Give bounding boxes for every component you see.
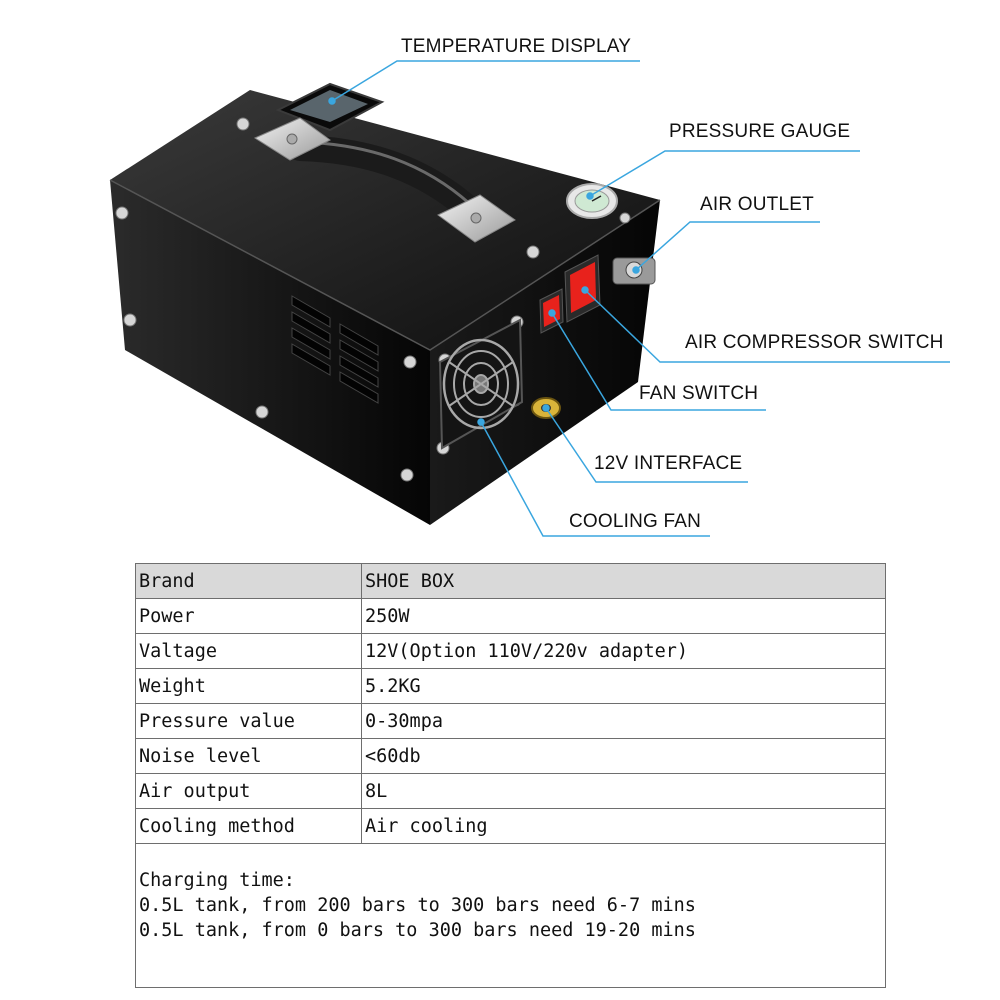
- note-line: 0.5L tank, from 200 bars to 300 bars nee…: [139, 895, 696, 916]
- callout-12v-interface: 12V INTERFACE: [594, 453, 743, 474]
- spec-value: 250W: [361, 598, 886, 634]
- spec-key: Valtage: [135, 633, 362, 669]
- spec-key: Air output: [135, 773, 362, 809]
- compressor-housing: [109, 90, 661, 525]
- callout-temperature-display: TEMPERATURE DISPLAY: [401, 36, 632, 57]
- spec-row-charging-notes: Charging time: 0.5L tank, from 200 bars …: [135, 843, 886, 988]
- spec-row-weight: Weight 5.2KG: [135, 668, 886, 704]
- callout-cooling-fan: COOLING FAN: [569, 511, 702, 532]
- spec-row-voltage: Valtage 12V(Option 110V/220v adapter): [135, 633, 886, 669]
- spec-row-power: Power 250W: [135, 598, 886, 634]
- pressure-gauge: [566, 183, 618, 219]
- side-vents: [291, 295, 379, 404]
- callout-air-outlet: AIR OUTLET: [700, 194, 814, 215]
- spec-key: Weight: [135, 668, 362, 704]
- callout-air-compressor-switch: AIR COMPRESSOR SWITCH: [685, 332, 944, 353]
- charging-notes: Charging time: 0.5L tank, from 200 bars …: [135, 843, 886, 988]
- spec-key: Cooling method: [135, 808, 362, 844]
- spec-value: SHOE BOX: [361, 563, 886, 599]
- callout-fan-switch: FAN SWITCH: [639, 383, 759, 404]
- note-line: Charging time:: [139, 870, 295, 891]
- spec-key: Brand: [135, 563, 362, 599]
- note-line: 0.5L tank, from 0 bars to 300 bars need …: [139, 920, 696, 941]
- compressor-illustration: [109, 60, 950, 537]
- spec-value: 12V(Option 110V/220v adapter): [361, 633, 886, 669]
- temperature-display: [275, 82, 385, 132]
- spec-row-pressure: Pressure value 0-30mpa: [135, 703, 886, 739]
- spec-row-cooling: Cooling method Air cooling: [135, 808, 886, 844]
- spec-value: Air cooling: [361, 808, 886, 844]
- spec-row-brand: Brand SHOE BOX: [135, 563, 886, 599]
- spec-key: Power: [135, 598, 362, 634]
- callout-pressure-gauge: PRESSURE GAUGE: [669, 121, 851, 142]
- spec-key: Pressure value: [135, 703, 362, 739]
- spec-value: 0-30mpa: [361, 703, 886, 739]
- callout-lines: [328, 60, 950, 537]
- spec-key: Noise level: [135, 738, 362, 774]
- spec-value: 5.2KG: [361, 668, 886, 704]
- spec-value: <60db: [361, 738, 886, 774]
- spec-row-noise: Noise level <60db: [135, 738, 886, 774]
- spec-value: 8L: [361, 773, 886, 809]
- spec-table: Brand SHOE BOX Power 250W Valtage 12V(Op…: [135, 563, 886, 988]
- cooling-fan: [438, 318, 524, 450]
- carrying-handle: [253, 117, 516, 243]
- spec-row-air-output: Air output 8L: [135, 773, 886, 809]
